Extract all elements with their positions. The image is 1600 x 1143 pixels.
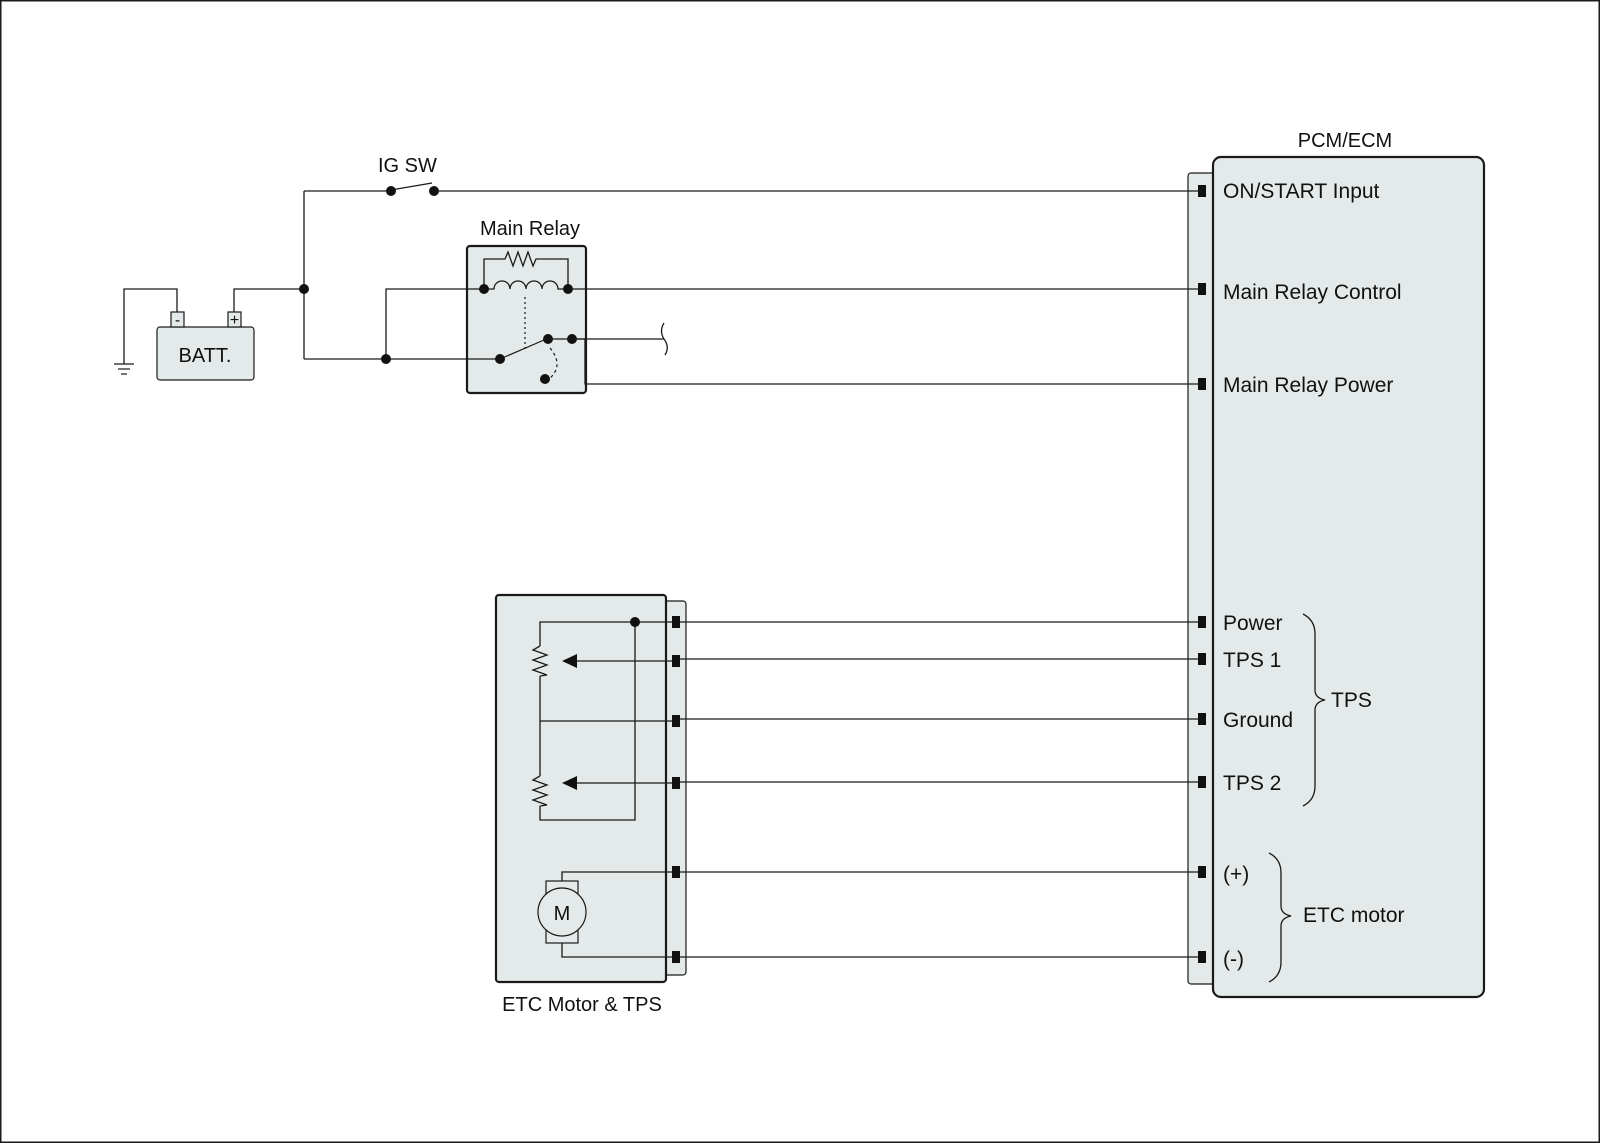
pcm-body: [1211, 155, 1486, 999]
etc-pin-tps2: [672, 777, 680, 789]
tps2-potentiometer-icon: [531, 775, 549, 807]
tps1-potentiometer-icon: [531, 645, 549, 677]
etc-module-label: ETC Motor & TPS: [502, 994, 662, 1016]
top-wiring: [123, 190, 1202, 385]
relay-switch-dotted-arc: [547, 347, 558, 381]
motor-symbol-label: M: [554, 903, 571, 925]
pcm-pin-tps1: [1198, 653, 1206, 665]
junction-battery-bus: [299, 284, 309, 294]
etc-motor-tps-module: ETC Motor & TPS M: [494, 593, 687, 1016]
etc-pin-motor-plus: [672, 866, 680, 878]
relay-switch-nc-contact: [540, 374, 550, 384]
wire-break-icon: [660, 322, 668, 356]
pcm-pin-label-ground: Ground: [1223, 709, 1293, 732]
main-relay-label: Main Relay: [480, 218, 580, 240]
battery-minus-label: -: [175, 312, 180, 329]
pcm-pin-label-on-start: ON/START Input: [1223, 180, 1380, 203]
tps2-wiper-arrow: [562, 776, 577, 790]
tps-group-label: TPS: [1331, 689, 1372, 712]
etc-pcm-harness: [680, 621, 1198, 958]
battery-body: [156, 326, 255, 381]
battery: BATT. - +: [114, 311, 255, 381]
pcm-pin-label-motor-minus: (-): [1223, 948, 1244, 971]
tps1-wiper-arrow: [562, 654, 577, 668]
tps-group-brace: [1302, 613, 1326, 807]
etc-pin-tps1: [672, 655, 680, 667]
etc-pin-power: [672, 616, 680, 628]
pcm-pin-label-tps2: TPS 2: [1223, 772, 1281, 795]
pcm-title: PCM/ECM: [1298, 130, 1392, 152]
pcm-pin-label-main-relay-power: Main Relay Power: [1223, 374, 1393, 397]
pcm-pin-label-power: Power: [1223, 612, 1283, 635]
etc-motor-group-brace: [1268, 852, 1292, 983]
main-relay: Main Relay: [465, 218, 588, 395]
pcm-pin-tps2: [1198, 776, 1206, 788]
pcm-pin-label-main-relay-control: Main Relay Control: [1223, 281, 1402, 304]
pcm-pin-motor-plus: [1198, 866, 1206, 878]
battery-plus-label: +: [230, 312, 239, 329]
pcm-pin-label-tps1: TPS 1: [1223, 649, 1281, 672]
pcm-pin-label-motor-plus: (+): [1223, 863, 1249, 886]
pcm-pin-ground: [1198, 713, 1206, 725]
tps-power-junction: [630, 617, 640, 627]
pcm-pin-motor-minus: [1198, 951, 1206, 963]
pcm-pin-power: [1198, 616, 1206, 628]
relay-resistor-icon: [483, 250, 569, 289]
ground-symbol-icon: [114, 363, 134, 375]
motor-icon: M: [537, 880, 587, 944]
junction-relay-bus: [381, 354, 391, 364]
etc-pin-motor-minus: [672, 951, 680, 963]
etc-module-body: [494, 593, 668, 984]
etc-connector-pins: [672, 616, 680, 963]
battery-label: BATT.: [179, 345, 232, 367]
ig-switch-label: IG SW: [378, 155, 437, 177]
etc-motor-group-label: ETC motor: [1303, 904, 1405, 927]
relay-coil-icon: [484, 280, 568, 290]
pcm-ecm-module: PCM/ECM ON/START Input Main Relay Contro…: [1187, 130, 1486, 999]
ig-switch: IG SW: [378, 155, 439, 196]
etc-pin-ground: [672, 715, 680, 727]
